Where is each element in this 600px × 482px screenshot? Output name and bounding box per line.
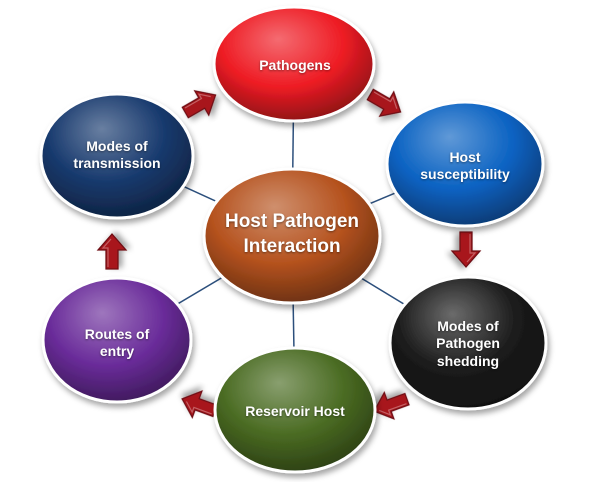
- center-node-label: Host Pathogen Interaction: [224, 211, 360, 257]
- node-circle-routes-of-entry: [41, 276, 193, 404]
- center-node-circle: [202, 167, 382, 305]
- cycle-arrow-icon: [96, 233, 128, 270]
- cycle-arrow-icon: [181, 90, 217, 119]
- node-label-host-susceptibility: Host susceptibility: [420, 148, 510, 183]
- cycle-arrow-icon: [450, 231, 482, 268]
- cycle-arrow-icon: [181, 390, 218, 419]
- node-label-modes-of-pathogen-shedding: Modes of Pathogen shedding: [436, 317, 500, 369]
- cycle-arrow-icon: [366, 88, 402, 117]
- node-circle-modes-of-transmission: [39, 92, 195, 220]
- node-circle-modes-of-pathogen-shedding: [388, 275, 548, 411]
- node-label-modes-of-transmission: Modes of transmission: [73, 137, 161, 172]
- node-label-reservoir-host: Reservoir Host: [245, 403, 345, 420]
- node-circle-pathogens: [212, 5, 376, 123]
- node-label-routes-of-entry: Routes of entry: [84, 325, 150, 360]
- cycle-arrow-icon: [373, 391, 410, 420]
- node-circle-host-susceptibility: [385, 100, 545, 228]
- node-circle-reservoir-host: [213, 346, 377, 474]
- cycle-arrows: [96, 88, 482, 420]
- node-label-pathogens: Pathogens: [259, 57, 331, 74]
- diagram-circles: [39, 5, 548, 474]
